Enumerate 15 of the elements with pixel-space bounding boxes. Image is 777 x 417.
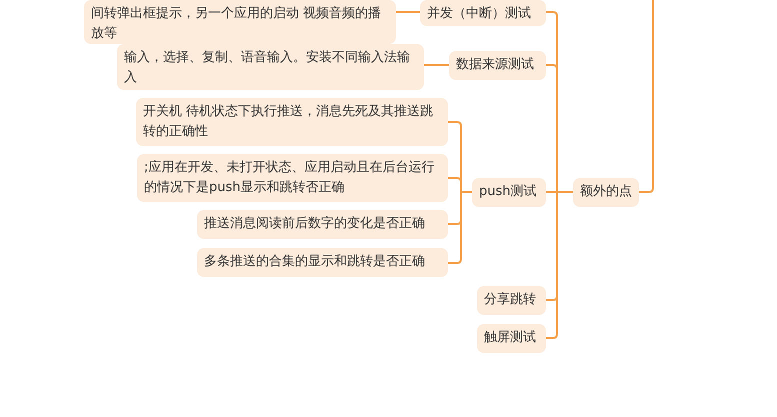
note-box: 多条推送的合集的显示和跳转是否正确 bbox=[197, 248, 448, 277]
connector-line bbox=[396, 11, 420, 13]
topic-box: push测试 bbox=[472, 178, 546, 207]
note-box: 推送消息阅读前后数字的变化是否正确 bbox=[197, 210, 448, 239]
note-box: 输入，选择、复制、语音输入。安装不同输入法输入 bbox=[117, 44, 424, 90]
note-box: ;应用在开发、未打开状态、应用启动且在后台运行的情况下是push显示和跳转否正确 bbox=[137, 154, 448, 202]
topic-box: 分享跳转 bbox=[477, 286, 546, 315]
note-box: 开关机 待机状态下执行推送，消息先死及其推送跳转的正确性 bbox=[136, 98, 448, 146]
topic-box: 数据来源测试 bbox=[449, 51, 546, 80]
connector-line bbox=[424, 64, 449, 66]
topic-box: 并发（中断）测试 bbox=[420, 0, 546, 26]
topic-box: 触屏测试 bbox=[477, 324, 546, 353]
note-box: 间转弹出框提示，另一个应用的启动 视频音频的播放等 bbox=[84, 0, 396, 44]
topic-box: 额外的点 bbox=[573, 178, 639, 207]
connector-line bbox=[546, 191, 573, 339]
